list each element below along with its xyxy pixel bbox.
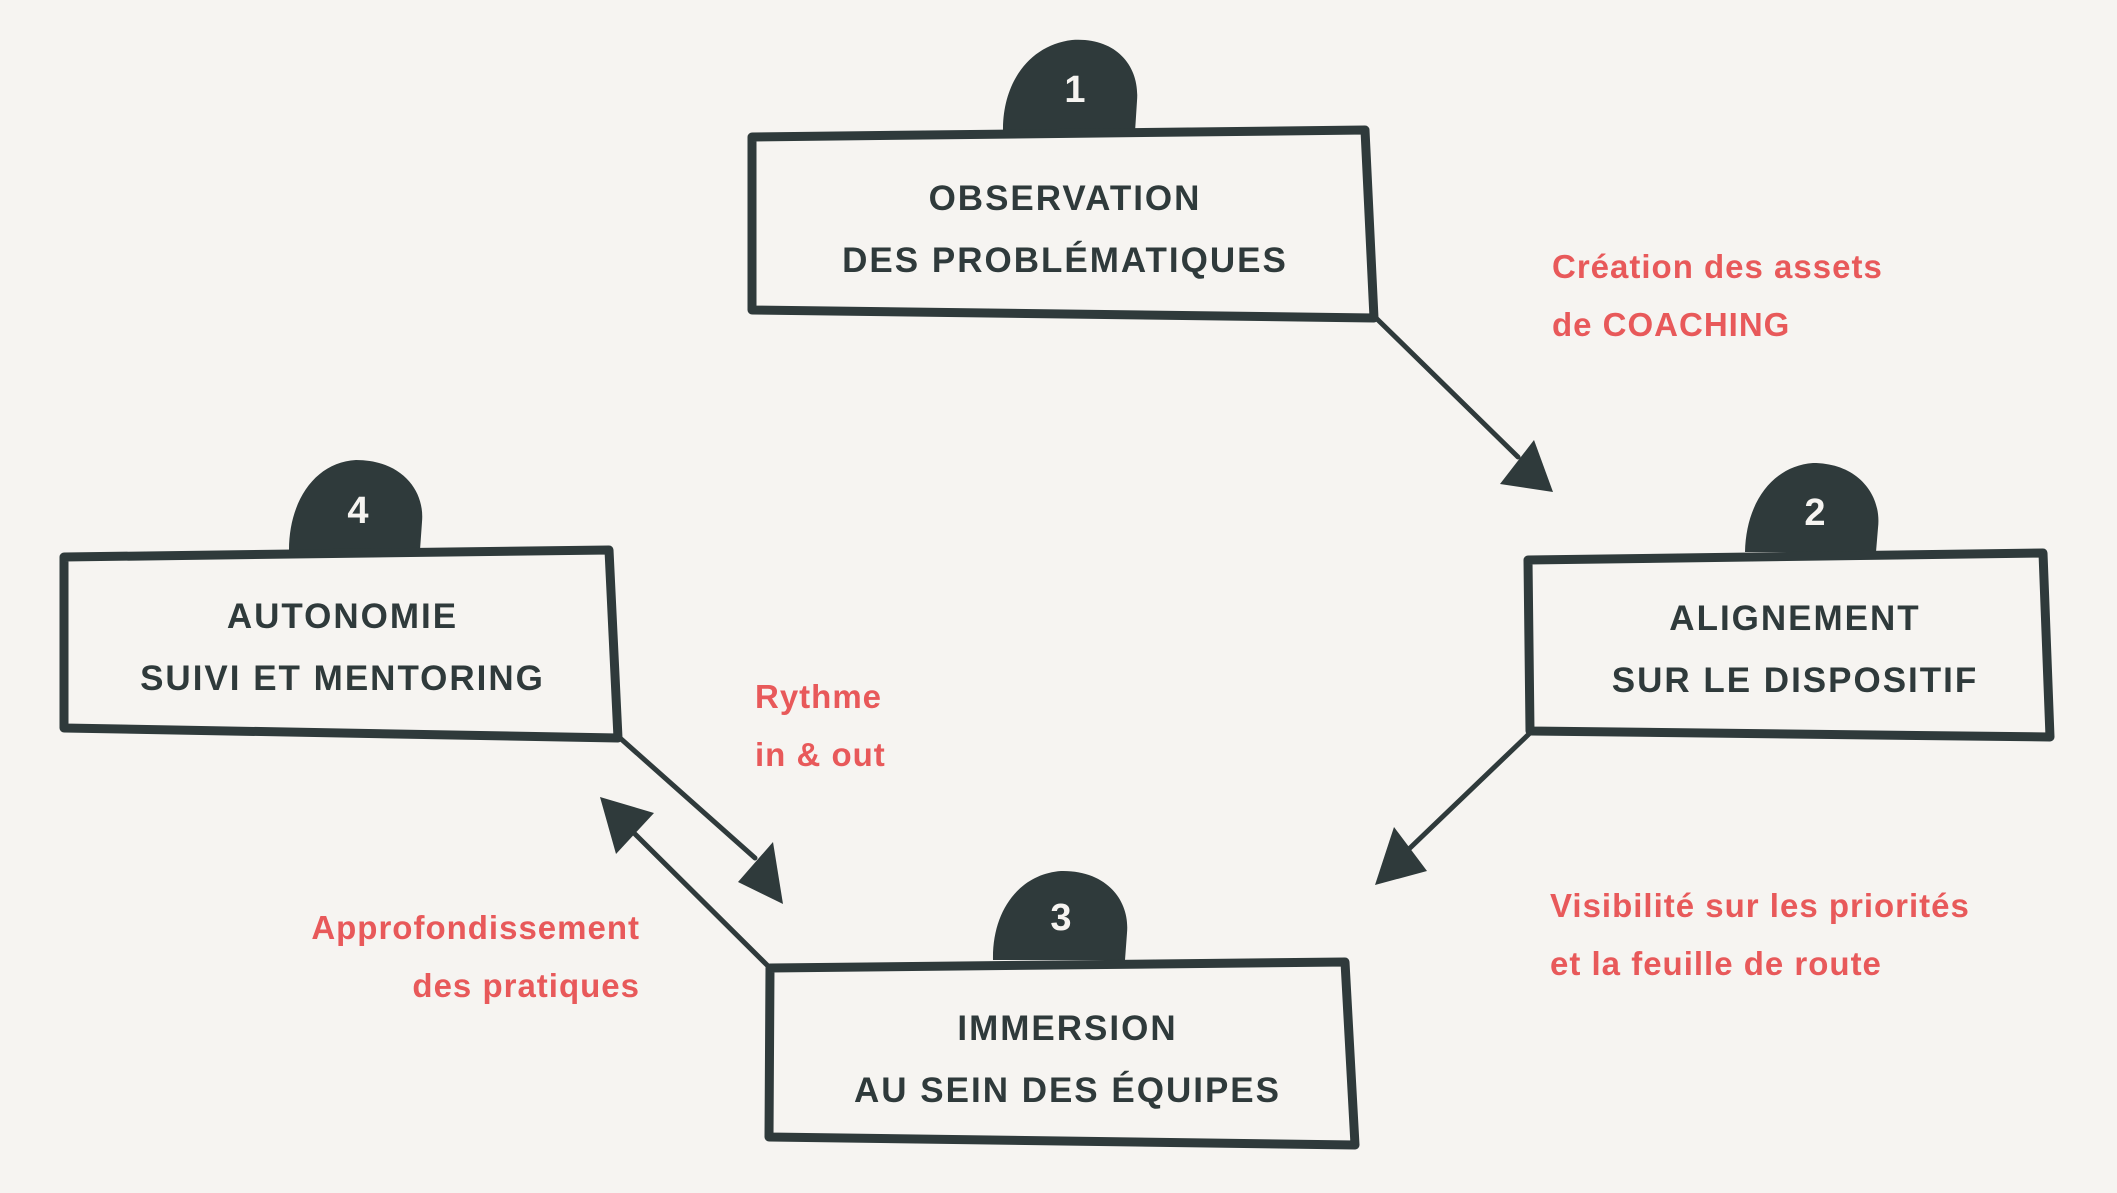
annotation-rhythm-line2: in & out [755,736,886,773]
annotation-coaching-line2: de COACHING [1552,306,1791,343]
step-1-title: OBSERVATION DES PROBLÉMATIQUES [760,150,1370,310]
step-3-number: 3 [1050,897,1072,939]
step-2-title-line1: ALIGNEMENT [1669,599,1921,638]
annotation-coaching: Création des assets de COACHING [1552,238,1883,354]
annotation-deepening-line2: des pratiques [412,967,640,1004]
annotation-rhythm: Rythme in & out [755,668,886,784]
annotation-visibility-line1: Visibilité sur les priorités [1550,887,1970,924]
annotation-deepening-line1: Approfondissement [311,909,640,946]
annotation-rhythm-line1: Rythme [755,678,883,715]
step-4-number: 4 [347,490,369,532]
step-4-title-line2: SUIVI ET MENTORING [140,659,545,698]
step-4-title-line1: AUTONOMIE [226,597,459,636]
step-2-title: ALIGNEMENT SUR LE DISPOSITIF [1535,570,2055,730]
step-4-title: AUTONOMIE SUIVI ET MENTORING [70,568,615,728]
step-1-title-line2: DES PROBLÉMATIQUES [842,241,1288,280]
badge-4-shape [289,460,423,550]
arrow-4-to-3 [617,735,783,904]
badge-3-shape [992,870,1128,960]
step-2-title-line2: SUR LE DISPOSITIF [1611,661,1979,700]
arrow-1-to-2 [1373,315,1553,492]
box-4-outline [59,545,623,743]
box-1-outline [747,125,1379,323]
step-3-title: IMMERSION AU SEIN DES ÉQUIPES [780,980,1355,1140]
arrow-2-to-3 [1375,730,1533,885]
annotation-visibility-line2: et la feuille de route [1550,945,1882,982]
arrow-3-to-4 [600,797,773,971]
annotation-deepening: Approfondissement des pratiques [220,899,640,1015]
annotation-coaching-line1: Création des assets [1552,248,1883,285]
step-2-number: 2 [1804,492,1826,534]
box-3-outline [764,957,1360,1150]
step-1-title-line1: OBSERVATION [928,179,1202,218]
step-3-title-line2: AU SEIN DES ÉQUIPES [854,1071,1281,1110]
box-2-outline [1523,548,2055,742]
step-1-number: 1 [1064,69,1086,111]
step-3-title-line1: IMMERSION [957,1009,1178,1048]
badge-1-shape [1002,39,1138,133]
badge-2-shape [1745,463,1879,552]
annotation-visibility: Visibilité sur les priorités et la feuil… [1550,877,1970,993]
